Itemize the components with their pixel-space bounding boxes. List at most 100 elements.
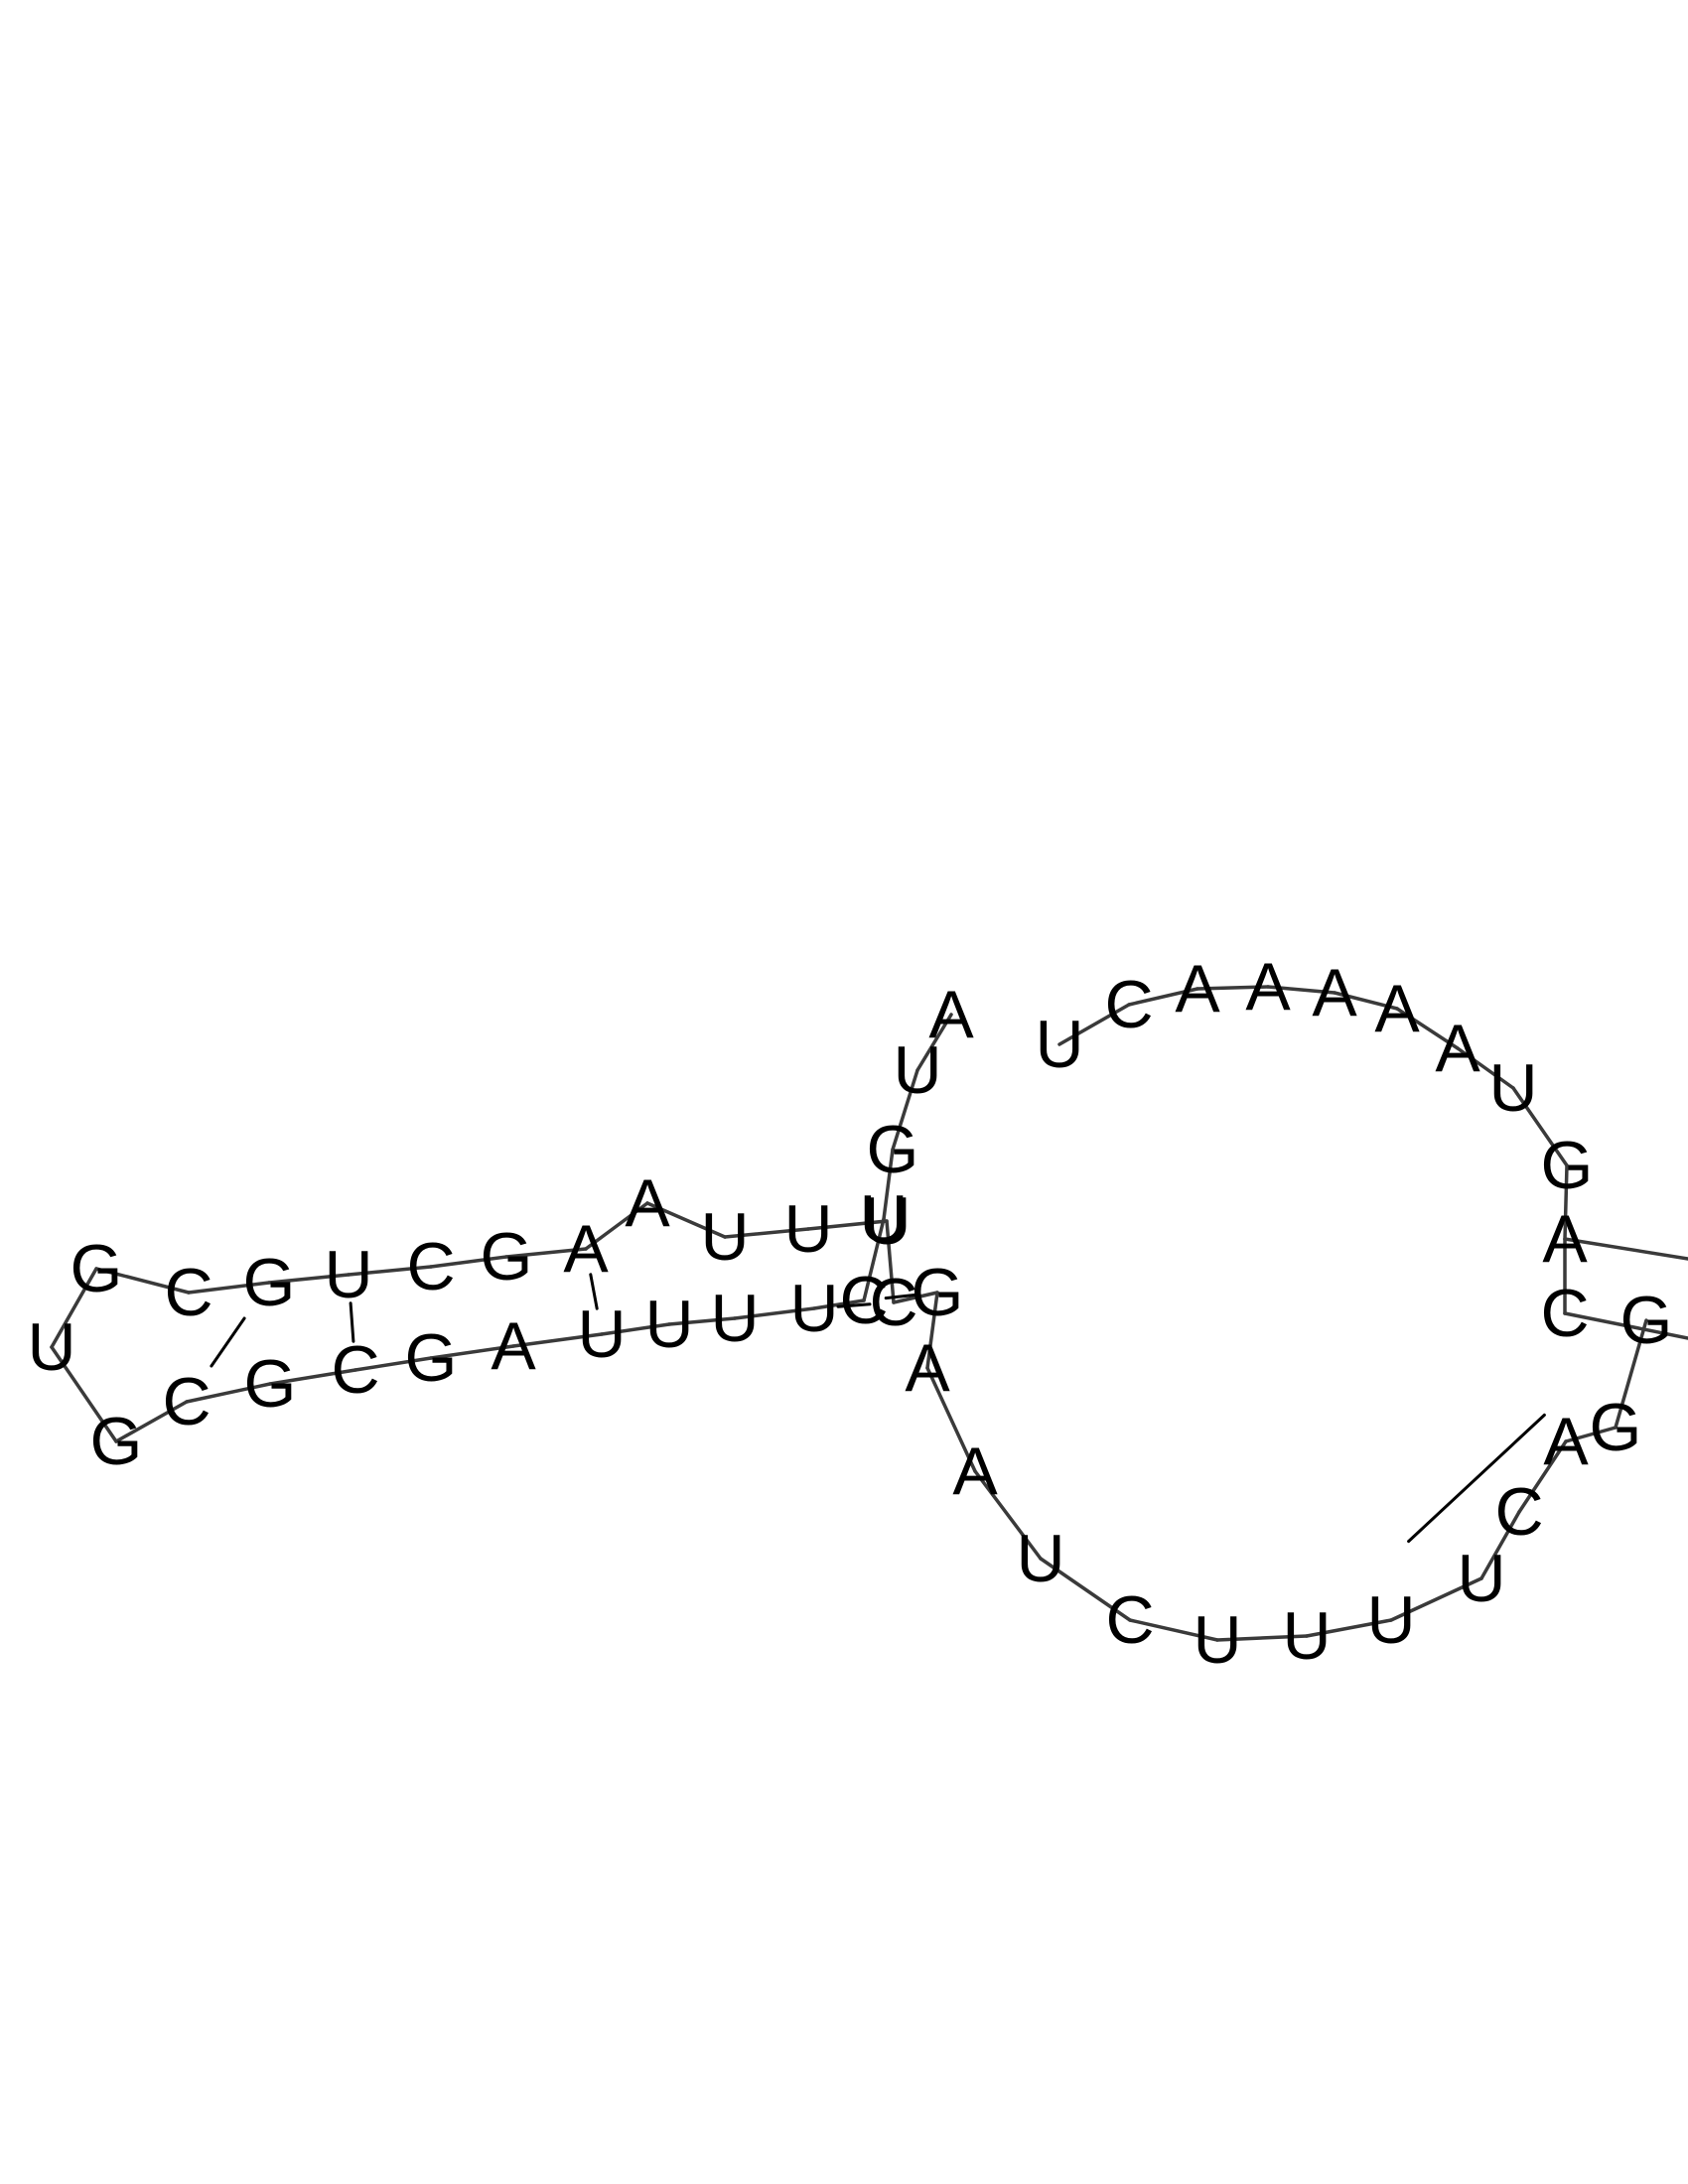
backbone-segment xyxy=(1479,1510,1521,1580)
backbone-segment xyxy=(1456,1046,1515,1090)
backbone-segment xyxy=(1266,985,1336,995)
nucleotide-41: G xyxy=(1620,1283,1673,1358)
backbone-segment xyxy=(645,1201,727,1239)
nucleotide-19: G xyxy=(243,1245,296,1320)
nucleotide-27: U xyxy=(862,1183,911,1259)
backbone-segment xyxy=(50,1345,118,1443)
backbone-segment xyxy=(1389,1576,1483,1622)
backbone-segment xyxy=(1517,1439,1568,1514)
backbone-segment xyxy=(1305,1618,1393,1638)
backbone-segment xyxy=(268,1368,357,1386)
nucleotide-26: U xyxy=(783,1191,832,1267)
base-pair-layer xyxy=(210,1273,1546,1544)
backbone-segment xyxy=(187,1281,271,1295)
backbone-segment xyxy=(812,1298,866,1310)
nucleotide-18: C xyxy=(164,1255,212,1330)
backbone-segment xyxy=(1563,1237,1688,1261)
nucleotide-8: U xyxy=(644,1287,693,1362)
nucleotide-1: A xyxy=(928,977,974,1052)
backbone-segment xyxy=(511,1332,604,1348)
backbone-segment xyxy=(1127,987,1199,1007)
nucleotide-22: G xyxy=(481,1219,533,1295)
backbone-segment xyxy=(915,1013,953,1072)
backbone-segment xyxy=(185,1382,272,1404)
backbone-segment xyxy=(1196,985,1270,991)
backbone-segment xyxy=(733,1306,816,1320)
nucleotide-51: C xyxy=(1104,967,1153,1042)
backbone-segment xyxy=(882,1148,895,1221)
base-pair-bond xyxy=(1407,1413,1546,1544)
nucleotide-16: U xyxy=(27,1309,75,1385)
backbone-segment xyxy=(1614,1318,1648,1430)
nucleotide-37: U xyxy=(1457,1541,1505,1616)
base-pair-bond xyxy=(210,1316,246,1368)
backbone-segment xyxy=(50,1267,98,1349)
nucleotide-32: U xyxy=(1016,1521,1064,1596)
backbone-segment xyxy=(429,1344,515,1360)
backbone-segment xyxy=(114,1400,189,1443)
backbone-segment xyxy=(885,1219,896,1304)
backbone-segment xyxy=(504,1247,588,1259)
nucleotide-14: C xyxy=(162,1364,211,1439)
backbone-segment xyxy=(584,1201,649,1251)
nucleotide-47: A xyxy=(1374,971,1420,1046)
nucleotide-5: C xyxy=(839,1263,888,1338)
nucleotide-30: A xyxy=(905,1330,950,1406)
nucleotide-35: U xyxy=(1282,1598,1331,1674)
base-pair-bond xyxy=(884,1293,917,1300)
nucleotide-12: C xyxy=(331,1332,379,1408)
nucleotide-6: U xyxy=(789,1271,838,1346)
nucleotide-45: U xyxy=(1488,1050,1537,1126)
backbone-layer xyxy=(50,985,1688,1642)
backbone-segment xyxy=(925,1366,977,1473)
backbone-segment xyxy=(1563,1311,1688,1340)
backbone-segment xyxy=(1563,1163,1569,1241)
nucleotide-33: C xyxy=(1105,1582,1154,1658)
backbone-segment xyxy=(723,1227,810,1239)
backbone-segment xyxy=(600,1322,671,1336)
backbone-segment xyxy=(1039,1557,1132,1622)
nucleotide-13: G xyxy=(244,1346,297,1422)
nucleotide-43: A xyxy=(1542,1201,1588,1277)
nucleotide-39: A xyxy=(1543,1404,1589,1479)
nucleotide-15: G xyxy=(90,1404,143,1479)
nucleotide-40: G xyxy=(1590,1390,1642,1465)
backbone-segment xyxy=(347,1265,433,1277)
nucleotide-50: A xyxy=(1175,951,1220,1026)
nucleotide-46: A xyxy=(1435,1011,1480,1086)
backbone-segment xyxy=(1395,1007,1460,1050)
base-pair-bond xyxy=(589,1273,599,1310)
nucleotide-38: C xyxy=(1494,1474,1543,1550)
nucleotide-48: A xyxy=(1312,955,1357,1030)
base-pair-bond xyxy=(836,1302,872,1308)
backbone-segment xyxy=(353,1356,433,1372)
nucleotide-24: A xyxy=(625,1165,670,1241)
nucleotide-17: G xyxy=(70,1231,123,1306)
nucleotide-42: C xyxy=(1540,1276,1589,1351)
backbone-segment xyxy=(1511,1086,1569,1167)
nucleotide-11: G xyxy=(405,1320,458,1396)
nucleotide-3: G xyxy=(867,1112,919,1187)
backbone-segment xyxy=(267,1273,351,1285)
nucleotide-23: A xyxy=(563,1211,609,1287)
backbone-segment xyxy=(973,1469,1043,1561)
nucleotide-10: A xyxy=(491,1308,536,1384)
backbone-segment xyxy=(429,1255,508,1269)
backbone-segment xyxy=(1333,991,1399,1011)
backbone-segment xyxy=(1128,1618,1219,1642)
nucleotide-4: U xyxy=(859,1181,908,1257)
nucleotide-44: G xyxy=(1541,1128,1594,1203)
backbone-segment xyxy=(862,1217,886,1302)
nucleotide-20: U xyxy=(324,1237,372,1312)
backbone-segment xyxy=(925,1291,939,1370)
nucleotide-34: U xyxy=(1193,1602,1241,1678)
nucleotide-31: A xyxy=(952,1433,998,1509)
nucleotide-7: U xyxy=(710,1281,759,1356)
nucleotide-28: C xyxy=(869,1265,917,1340)
backbone-segment xyxy=(892,1291,939,1304)
nucleotide-29: G xyxy=(912,1255,964,1330)
backbone-segment xyxy=(1215,1634,1309,1642)
